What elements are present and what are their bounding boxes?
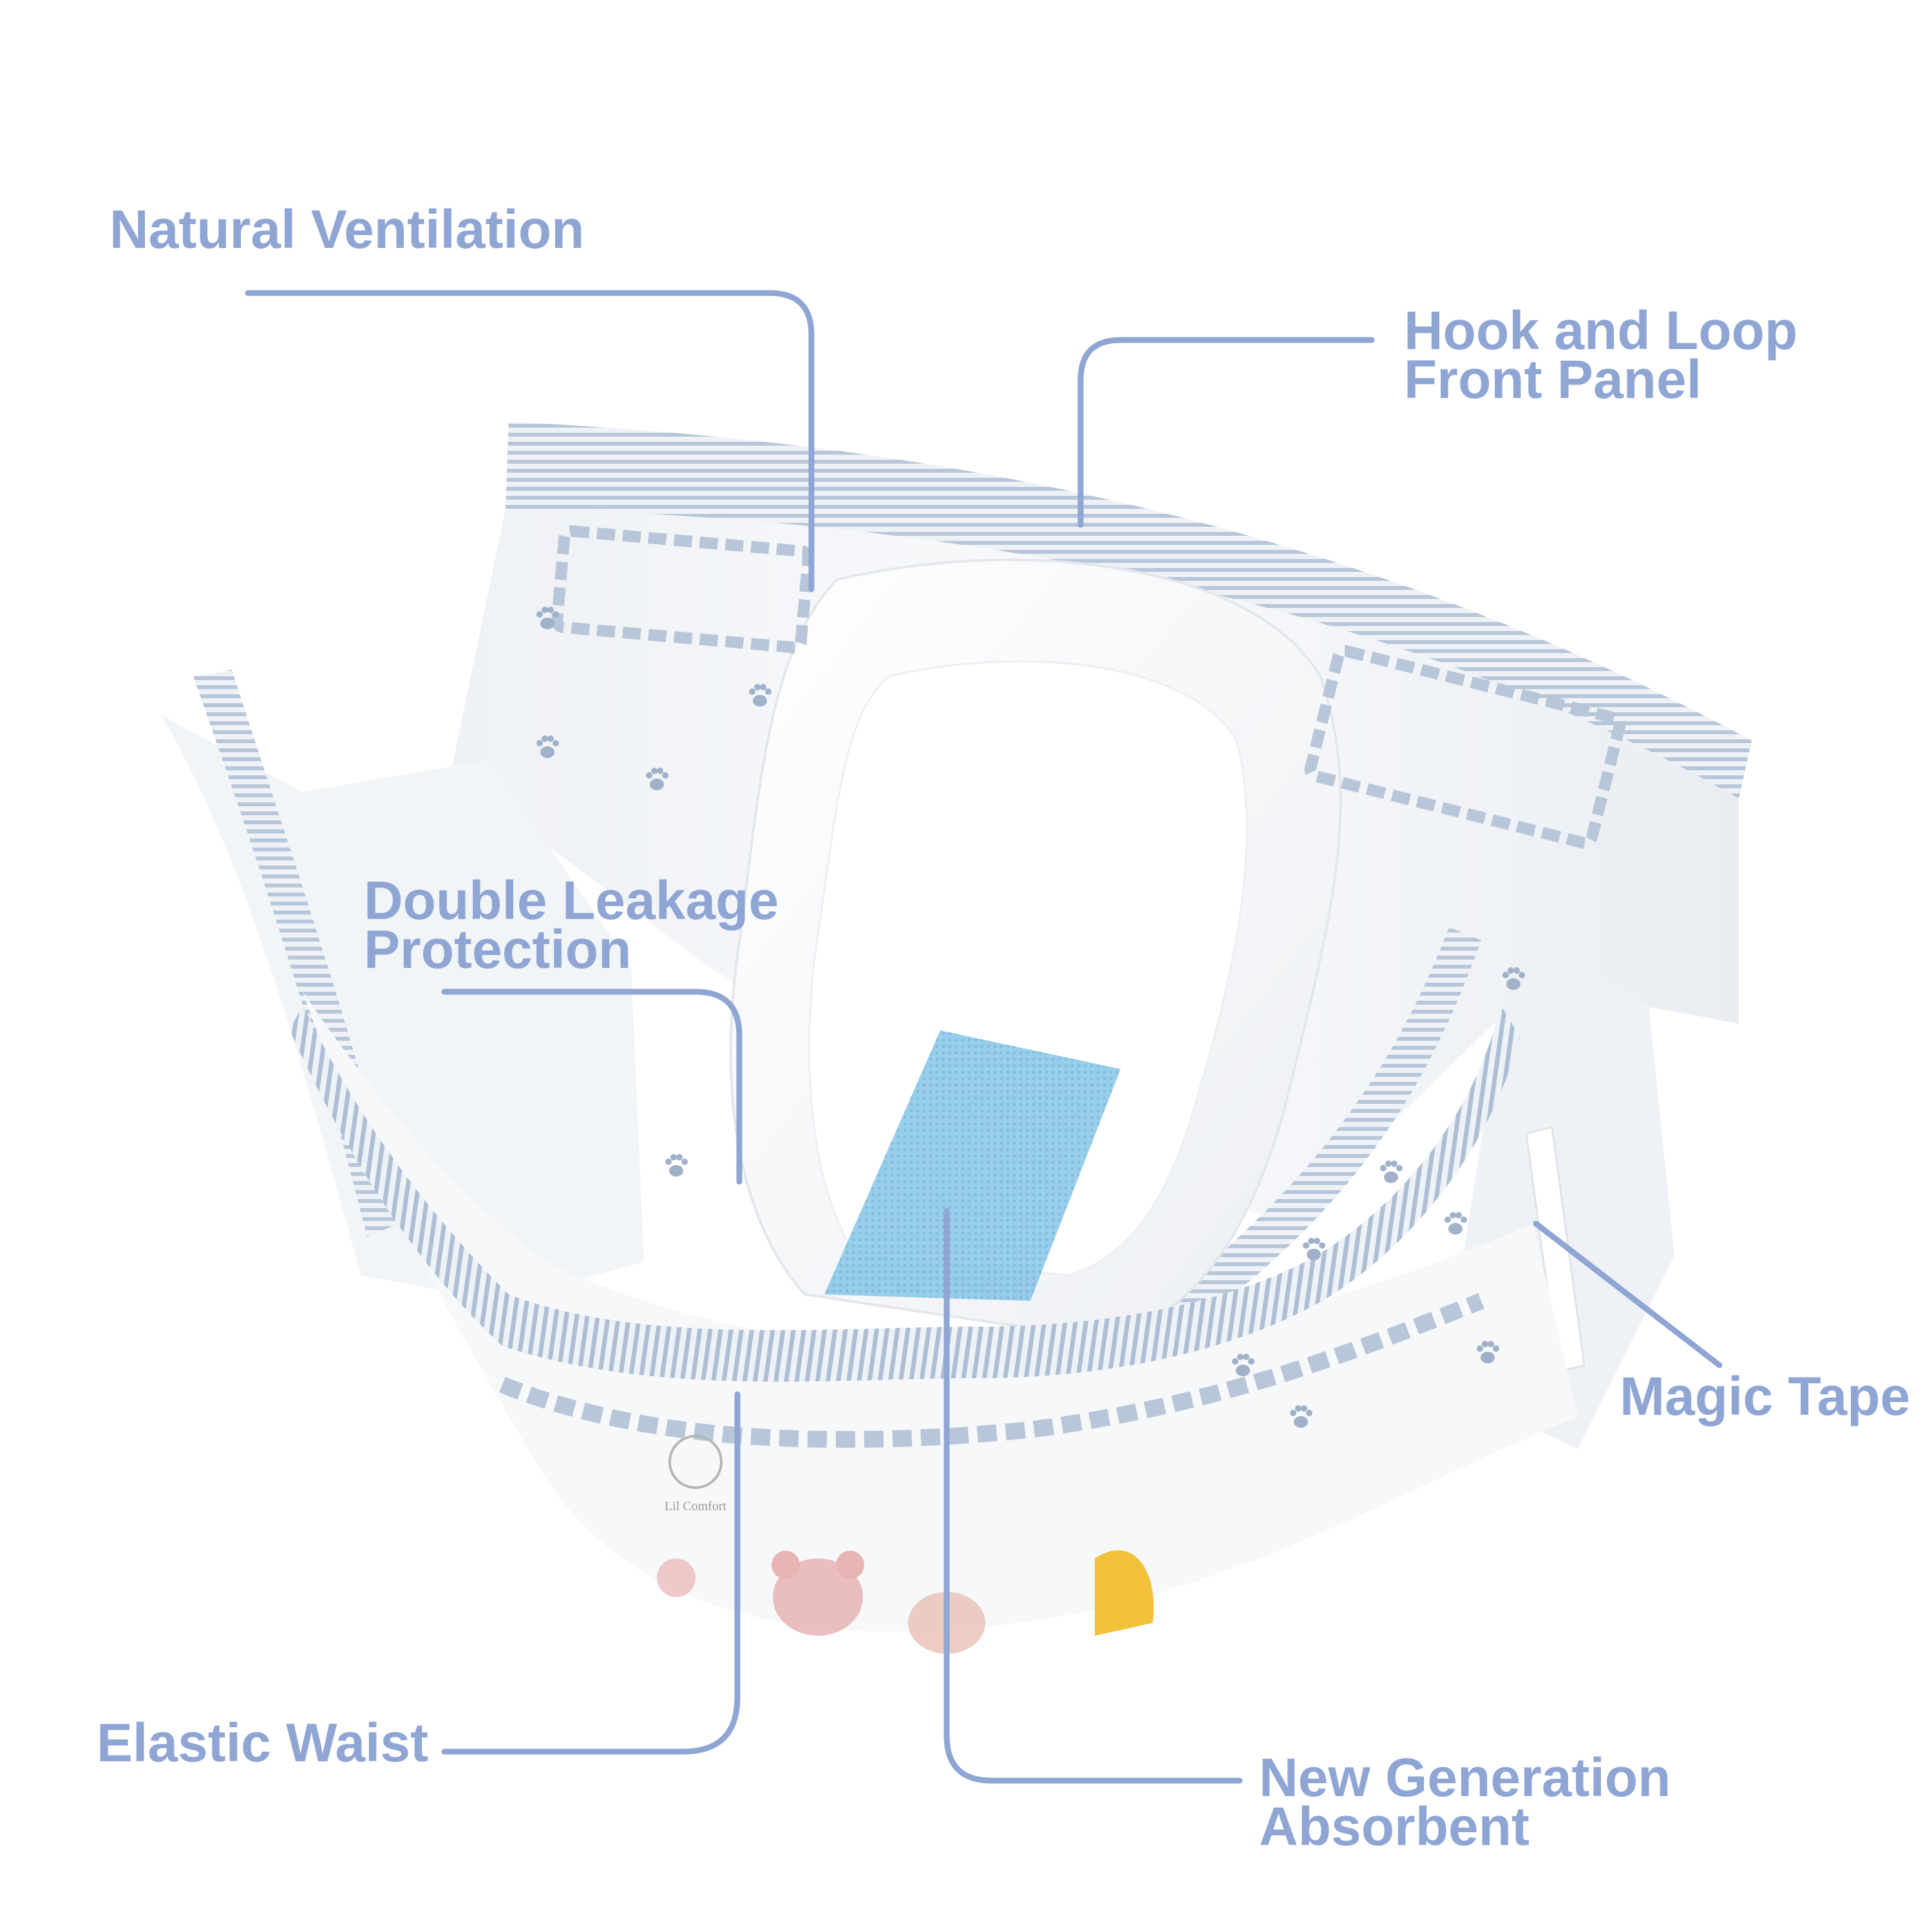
label-natural-ventilation: Natural Ventilation — [109, 199, 585, 260]
label-natural-ventilation-text: Natural Ventilation — [109, 199, 585, 260]
back-waist-band — [506, 422, 1752, 799]
back-label-rect-left — [551, 525, 814, 654]
front-print-band — [499, 1293, 1484, 1448]
leader-line-hook-loop — [1077, 337, 1375, 528]
absorbent-core — [824, 1030, 1121, 1301]
label-new-generation-line-1: New Generation — [1259, 1747, 1671, 1808]
leader-line-double-leakage — [441, 989, 743, 1185]
label-hook-loop: Hook and Loop Front Panel — [1404, 300, 1798, 410]
front-panel — [303, 992, 1578, 1632]
label-magic-tape: Magic Tape — [1620, 1366, 1911, 1426]
brand-text: Lil Comfort — [665, 1499, 727, 1513]
back-label-rect-right — [1304, 645, 1626, 849]
label-elastic-waist: Elastic Waist — [97, 1712, 429, 1773]
leader-line-natural-ventilation — [245, 290, 815, 592]
label-elastic-waist-text: Elastic Waist — [97, 1712, 429, 1773]
label-new-generation: New Generation Absorbent — [1259, 1747, 1671, 1857]
label-hook-loop-line-1: Hook and Loop — [1404, 300, 1798, 361]
label-new-generation-line-2: Absorbent — [1259, 1796, 1530, 1857]
label-double-leakage-line-2: Protection — [364, 919, 632, 980]
label-hook-loop-line-2: Front Panel — [1404, 349, 1702, 410]
label-magic-tape-text: Magic Tape — [1620, 1366, 1911, 1426]
leader-line-magic-tape — [1533, 1220, 1723, 1368]
leader-lines — [245, 290, 1723, 1784]
leader-line-elastic-waist — [441, 1391, 741, 1755]
label-double-leakage: Double Leakage Protection — [364, 870, 779, 980]
label-double-leakage-line-1: Double Leakage — [364, 870, 779, 931]
brand-mark: Lil Comfort — [665, 1435, 727, 1513]
leader-line-new-generation — [943, 1208, 1243, 1784]
